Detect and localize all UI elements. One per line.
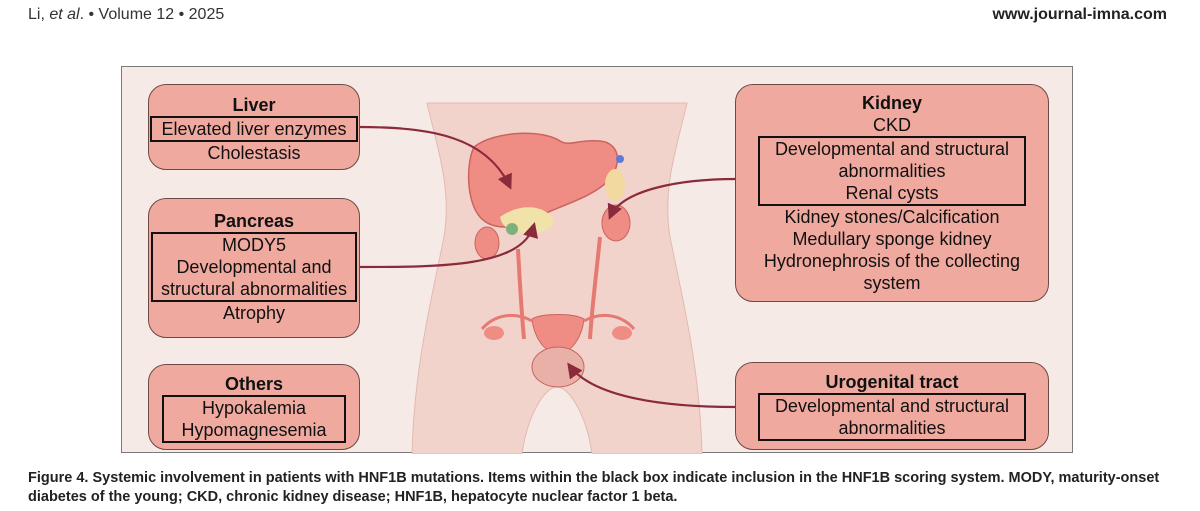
- running-head-et-al: et al: [49, 6, 80, 23]
- others-boxed-item: Hypokalemia: [201, 398, 307, 418]
- urogenital-title: Urogenital tract: [825, 372, 959, 392]
- kidney-scoring-box: Developmental and structural abnormaliti…: [758, 136, 1026, 206]
- anatomy-illustration: [357, 102, 737, 454]
- kidney-right: [474, 226, 500, 260]
- ureter-left: [588, 236, 602, 340]
- caption-text: Systemic involvement in patients with HN…: [28, 470, 1160, 505]
- others-box: Others Hypokalemia Hypomagnesemia: [148, 364, 360, 450]
- ureter-right: [516, 248, 526, 340]
- kidney-left: [601, 204, 631, 242]
- arrow-liver: [357, 125, 512, 190]
- liver-title: Liver: [232, 95, 276, 115]
- liver-box: Liver Elevated liver enzymes Cholestasis: [148, 84, 360, 170]
- duodenum: [506, 223, 518, 235]
- arrow-urogenital: [567, 362, 737, 409]
- pancreas-boxed-item: Developmental and: [176, 257, 332, 277]
- caption-label: Figure 4.: [28, 470, 89, 486]
- kidney-item: Hydronephrosis of the collecting: [763, 251, 1021, 271]
- pancreas-title: Pancreas: [213, 211, 295, 231]
- liver-item: Cholestasis: [207, 143, 301, 163]
- uterus: [531, 314, 585, 354]
- urogenital-scoring-box: Developmental and structural abnormaliti…: [758, 393, 1026, 441]
- arrow-pancreas: [357, 222, 538, 269]
- urogenital-boxed-item: Developmental and structural: [774, 396, 1010, 416]
- running-head-volume: . • Volume 12 • 2025: [79, 6, 225, 23]
- urogenital-boxed-item: abnormalities: [838, 418, 946, 438]
- pancreas-item: Atrophy: [222, 303, 286, 323]
- kidney-boxed-item: Renal cysts: [845, 183, 939, 203]
- bladder: [531, 346, 585, 388]
- kidney-box: Kidney CKD Developmental and structural …: [735, 84, 1049, 302]
- others-boxed-item: Hypomagnesemia: [181, 420, 327, 440]
- kidney-title: Kidney: [861, 93, 922, 113]
- pancreas-scoring-box: MODY5 Developmental and structural abnor…: [151, 232, 357, 302]
- kidney-boxed-item: Developmental and structural: [774, 139, 1010, 159]
- kidney-boxed-item: abnormalities: [838, 161, 946, 181]
- kidney-item: Kidney stones/Calcification: [784, 207, 1000, 227]
- fallopian-tubes: [480, 313, 636, 331]
- running-head: Li, et al. • Volume 12 • 2025: [28, 6, 224, 24]
- arrow-kidney: [607, 177, 737, 220]
- journal-url[interactable]: www.journal-imna.com: [992, 6, 1167, 23]
- others-scoring-box: Hypokalemia Hypomagnesemia: [162, 395, 346, 443]
- pancreas-boxed-item: MODY5: [221, 235, 286, 255]
- liver-scoring-box: Elevated liver enzymes: [150, 116, 358, 142]
- kidney-item: Medullary sponge kidney: [792, 229, 992, 249]
- pancreas-boxed-item: structural abnormalities: [160, 279, 348, 299]
- urogenital-box: Urogenital tract Developmental and struc…: [735, 362, 1049, 450]
- vessel-dot: [616, 155, 624, 163]
- gallbladder: [605, 169, 625, 201]
- ovary-right: [484, 326, 504, 340]
- kidney-item: system: [863, 273, 921, 293]
- pancreas-box: Pancreas MODY5 Developmental and structu…: [148, 198, 360, 338]
- ovary-left: [612, 326, 632, 340]
- running-head-authors: Li,: [28, 6, 45, 23]
- figure-caption: Figure 4. Systemic involvement in patien…: [28, 469, 1178, 507]
- kidney-item: CKD: [872, 115, 911, 135]
- others-title: Others: [224, 374, 284, 394]
- liver-boxed-item: Elevated liver enzymes: [161, 119, 347, 139]
